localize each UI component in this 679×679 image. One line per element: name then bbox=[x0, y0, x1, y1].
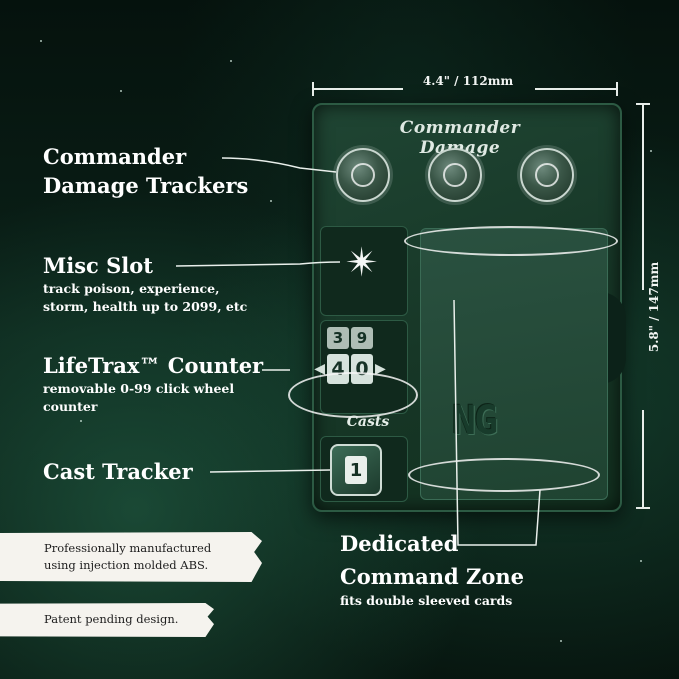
commander-damage-title-line1: Commander bbox=[43, 144, 187, 169]
cast-tracker-title: Cast Tracker bbox=[43, 459, 193, 484]
manufacturing-note-line2: using injection molded ABS. bbox=[44, 558, 209, 572]
cast-tracker-die[interactable]: 1 bbox=[330, 444, 382, 496]
star bbox=[560, 640, 562, 642]
height-dimension-tick bbox=[636, 507, 650, 509]
misc-slot-desc-line1: track poison, experience, bbox=[43, 281, 220, 296]
commander-damage-dial-1[interactable] bbox=[336, 148, 390, 202]
misc-slot-desc-line2: storm, health up to 2099, etc bbox=[43, 299, 248, 314]
counter-highlight-ring bbox=[288, 372, 418, 418]
command-zone-title-line2: Command Zone bbox=[340, 564, 524, 589]
width-dimension-line bbox=[313, 88, 403, 90]
width-dimension-label: 4.4" / 112mm bbox=[422, 74, 514, 88]
right-arrow-icon: ▶ bbox=[375, 361, 386, 377]
casts-engraving: Casts bbox=[346, 414, 390, 430]
lifetrax-top-digit-tens: 3 bbox=[327, 327, 349, 349]
zone-highlight-ring-bottom bbox=[408, 458, 600, 492]
height-dimension-tick bbox=[636, 103, 650, 105]
lifetrax-desc-line2: counter bbox=[43, 399, 98, 414]
cast-value: 1 bbox=[345, 456, 367, 484]
zone-highlight-ring-top bbox=[404, 226, 618, 256]
lifetrax-top-digit-ones: 9 bbox=[351, 327, 373, 349]
star bbox=[270, 200, 272, 202]
command-zone-desc: fits double sleeved cards bbox=[340, 593, 513, 608]
manufacturing-note: Professionally manufactured using inject… bbox=[0, 532, 262, 582]
width-dimension-tick bbox=[616, 82, 618, 96]
lifetrax-top-digits: 3 9 bbox=[300, 326, 400, 350]
height-dimension-line bbox=[642, 410, 644, 508]
left-arrow-icon: ◀ bbox=[314, 361, 325, 377]
star bbox=[650, 150, 652, 152]
commander-damage-title-line2: Damage Trackers bbox=[43, 173, 249, 198]
commander-damage-dial-3[interactable] bbox=[520, 148, 574, 202]
lifetrax-title: LifeTrax™ Counter bbox=[43, 353, 264, 378]
star bbox=[640, 560, 642, 562]
star bbox=[40, 40, 42, 42]
sparkle-icon: ✴ bbox=[345, 240, 379, 286]
command-zone-area bbox=[420, 228, 608, 500]
patent-note-text: Patent pending design. bbox=[44, 612, 179, 626]
lifetrax-desc-line1: removable 0-99 click wheel bbox=[43, 381, 235, 396]
width-dimension-tick bbox=[312, 82, 314, 96]
commander-damage-dial-2[interactable] bbox=[428, 148, 482, 202]
star bbox=[120, 90, 122, 92]
star bbox=[230, 60, 232, 62]
ng-logo: NG bbox=[452, 398, 498, 444]
star bbox=[80, 420, 82, 422]
command-zone-title-line1: Dedicated bbox=[340, 531, 459, 556]
width-dimension-line bbox=[535, 88, 617, 90]
misc-slot-title: Misc Slot bbox=[43, 253, 153, 278]
patent-note: Patent pending design. bbox=[0, 603, 214, 637]
height-dimension-line bbox=[642, 104, 644, 290]
manufacturing-note-line1: Professionally manufactured bbox=[44, 541, 212, 555]
misc-slot-well bbox=[320, 226, 408, 316]
